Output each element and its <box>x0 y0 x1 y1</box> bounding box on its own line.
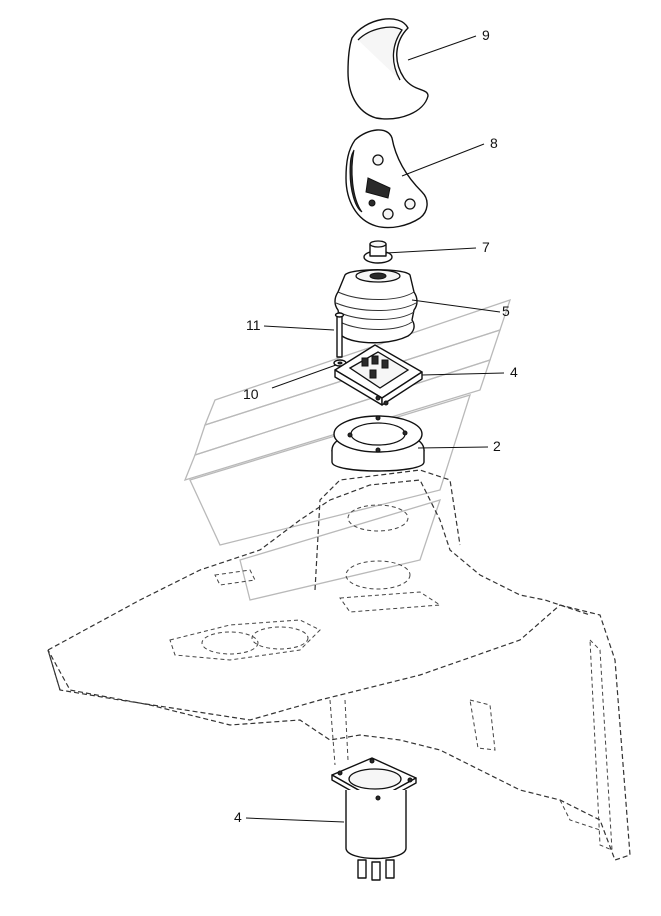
leader-lines <box>245 35 505 823</box>
callout-4-top: 4 <box>510 364 518 380</box>
callout-11: 11 <box>246 317 261 333</box>
part-8-grip-shell <box>345 129 428 229</box>
part-11-bolt <box>334 312 345 358</box>
callout-4-bottom: 4 <box>234 809 242 825</box>
part-9-grip-cover <box>347 18 429 120</box>
callout-7: 7 <box>482 239 490 255</box>
callout-labels: 9 8 7 5 11 4 10 2 4 <box>234 27 518 825</box>
callout-2: 2 <box>493 438 501 454</box>
part-5-bellows-boot <box>334 269 418 344</box>
part-4-control-unit-top <box>334 344 423 406</box>
callout-10: 10 <box>243 386 259 402</box>
callout-5: 5 <box>502 303 510 319</box>
callout-9: 9 <box>482 27 490 43</box>
callout-8: 8 <box>490 135 498 151</box>
part-2-ring-flange <box>331 415 425 472</box>
part-7-nut <box>363 240 393 264</box>
part-4-sensor-housing-bottom <box>331 757 417 881</box>
chassis-frame-outline <box>47 469 631 861</box>
